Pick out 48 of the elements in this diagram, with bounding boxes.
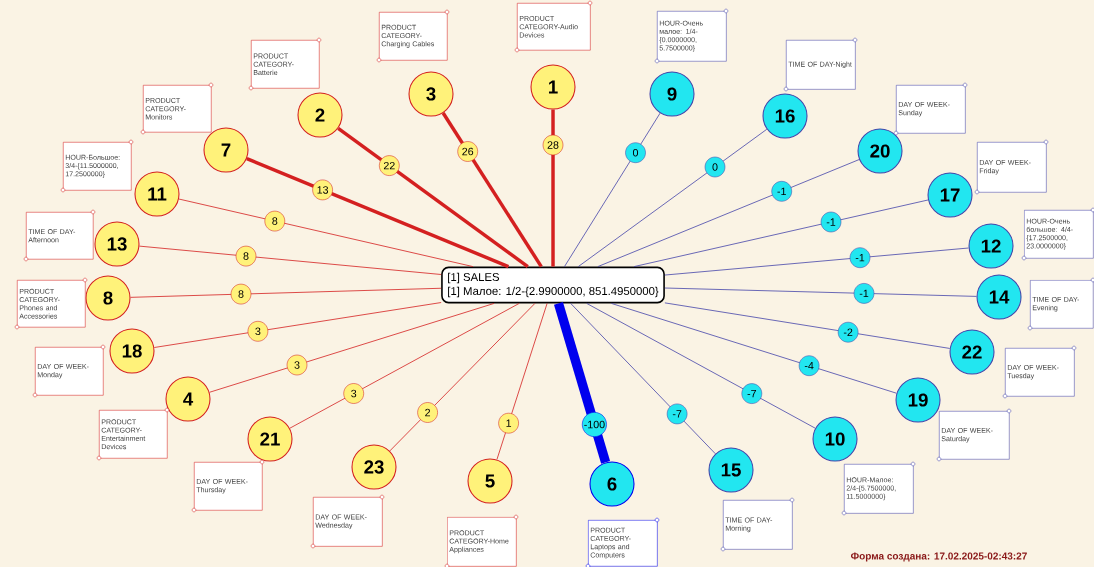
- edge-label: -2: [837, 321, 859, 343]
- edge-label: -1: [820, 211, 842, 233]
- connector-line: [611, 303, 897, 394]
- connector-line: [209, 303, 495, 393]
- edge-label: 3: [286, 354, 308, 376]
- edge-label: 22: [379, 155, 400, 176]
- connector-line: [664, 302, 951, 349]
- edge-label: -100: [582, 412, 607, 437]
- connector-line: [664, 287, 977, 297]
- connector-line: [633, 199, 929, 267]
- connector-line: [570, 303, 716, 455]
- timestamp-text: Форма создана: 17.02.2025-02:43:27: [850, 552, 1027, 562]
- edge-label: 13: [312, 179, 333, 201]
- edge-label: 0: [625, 142, 646, 163]
- connector-line: [664, 247, 969, 276]
- edge-label: -1: [853, 283, 875, 304]
- edge-label: -1: [771, 181, 792, 202]
- connector-line: [139, 245, 442, 275]
- edge-label: -4: [798, 355, 820, 376]
- connector-line: [153, 302, 442, 348]
- connector-line: [178, 198, 474, 267]
- edge-label: 3: [343, 383, 364, 404]
- edge-label: 3: [247, 321, 269, 342]
- connector-line: [246, 157, 510, 269]
- edge-label: 8: [235, 245, 257, 267]
- edge-label: 1: [498, 412, 519, 434]
- connector-line: [289, 303, 520, 429]
- connector-line: [551, 109, 555, 267]
- connector-line: [496, 303, 548, 460]
- connector-line: [597, 159, 860, 267]
- edge-label: 0: [704, 156, 726, 178]
- edge-label: 2: [417, 402, 438, 423]
- edge-label: 26: [457, 141, 478, 162]
- connector-line: [564, 112, 661, 267]
- connector-line: [337, 126, 529, 268]
- edge-label: 8: [230, 283, 252, 305]
- connector-line: [577, 128, 768, 267]
- connector-line: [130, 287, 442, 298]
- edge-label: 28: [542, 134, 564, 156]
- edge-label: -1: [849, 247, 871, 268]
- center-box: [1] SALES [1] Малое: 1/2-{2.9900000, 851.4950000}: [441, 266, 665, 304]
- connector-line: [586, 303, 816, 429]
- edge-label: 8: [264, 210, 286, 232]
- connector-line: [441, 112, 543, 268]
- edge-label: -7: [666, 403, 688, 425]
- connector-line: [389, 303, 536, 452]
- edge-label: -7: [741, 383, 763, 404]
- connector-line: [554, 302, 611, 464]
